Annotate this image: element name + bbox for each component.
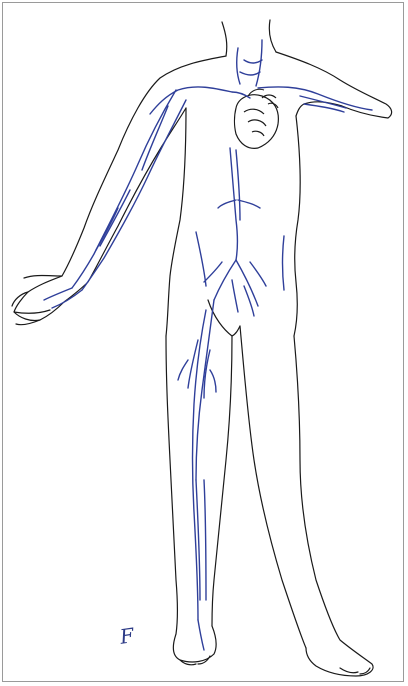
superior-vena-cava <box>232 92 250 98</box>
left-foot-veins <box>198 620 204 650</box>
heart-chambers <box>244 95 278 136</box>
inferior-vena-cava-parallel <box>236 150 240 220</box>
neck-outline <box>222 20 276 56</box>
right-foot-toes <box>340 668 370 674</box>
body-outline <box>12 20 392 676</box>
renal-vein-left <box>218 200 236 208</box>
torso-right-outline <box>294 116 300 336</box>
subclavian-vein-left <box>150 87 232 114</box>
veins <box>44 40 372 650</box>
left-arm-outline <box>14 56 226 321</box>
inferior-vena-cava <box>230 148 238 260</box>
left-foot-toes <box>180 656 210 665</box>
right-leg-outer-outline <box>294 336 373 676</box>
renal-vein-right <box>238 200 260 208</box>
left-hand-outline <box>12 276 62 325</box>
side-trunk-veins <box>196 232 284 290</box>
torso-left-outline <box>166 108 186 336</box>
common-iliac-vein-right <box>236 260 258 306</box>
neck-vein-branch <box>240 60 262 75</box>
cephalic-vein-left <box>72 90 176 288</box>
right-arm-vein <box>300 96 346 112</box>
internal-iliac-branches <box>204 262 266 286</box>
femoral-vein-left <box>196 300 214 480</box>
hand-veins-left <box>44 288 82 308</box>
artist-signature: F <box>119 625 136 647</box>
heart <box>235 95 279 149</box>
left-leg-outer-outline <box>166 336 216 662</box>
right-leg-inner-outline <box>240 326 306 648</box>
pelvic-veins <box>232 280 254 316</box>
jugular-vein-left <box>237 48 240 84</box>
right-arm-outline <box>276 52 392 118</box>
